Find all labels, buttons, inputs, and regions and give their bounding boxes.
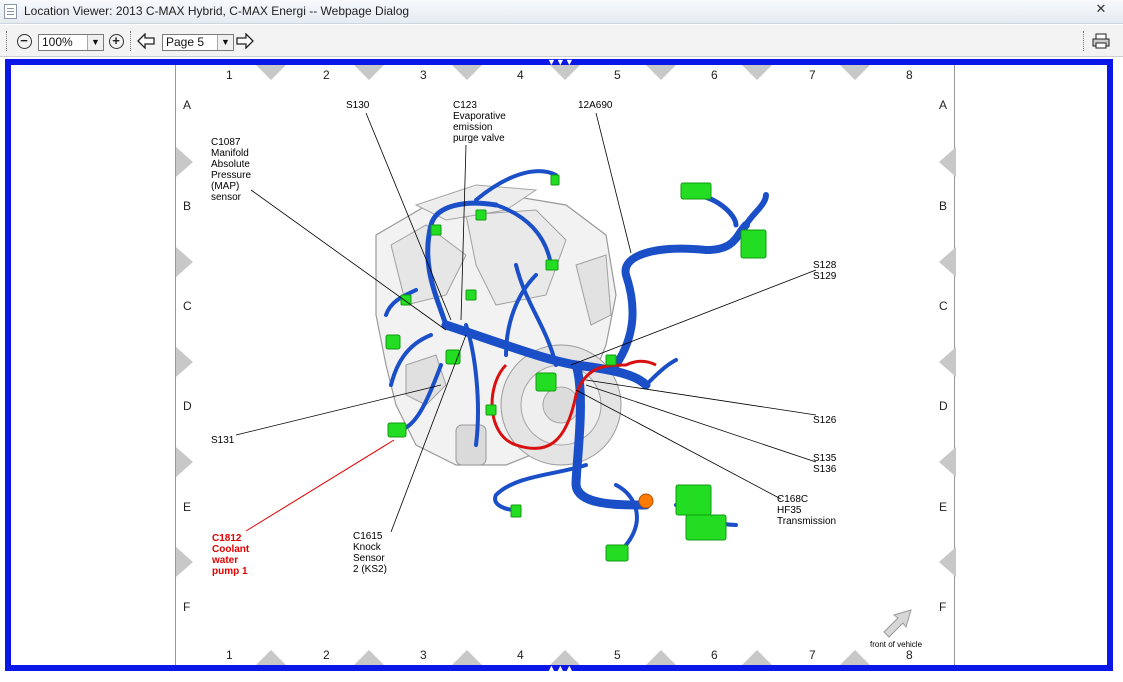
callout-c1615: C1615 Knock Sensor 2 (KS2)	[353, 531, 387, 575]
toolbar-grip	[1083, 31, 1085, 51]
row-label: E	[939, 500, 947, 514]
callout-c123: C123 Evaporative emission purge valve	[453, 100, 509, 144]
column-label: 6	[711, 648, 718, 662]
row-label: C	[183, 299, 192, 313]
row-label: B	[939, 199, 947, 213]
column-label: 5	[614, 68, 621, 82]
callout-s130: S130	[346, 100, 370, 111]
column-label: 3	[420, 648, 427, 662]
row-label: A	[939, 98, 947, 112]
zoom-select[interactable]: 100% ▼	[38, 34, 104, 51]
viewer-toolbar: − 100% ▼ + Page 5 ▼	[0, 25, 1123, 57]
frame-notch-bottom: ▲▲▲	[547, 663, 574, 673]
grid-row-labels: A B C D E F A B C D E F	[183, 98, 948, 614]
window-title: Location Viewer: 2013 C-MAX Hybrid, C-MA…	[24, 4, 410, 18]
diagram-viewport[interactable]: 1 2 3 4 5 6 7 8 1 2 3 4 5 6 7 8	[0, 58, 1123, 682]
column-label: 2	[323, 648, 330, 662]
column-label: 3	[420, 68, 427, 82]
close-button[interactable]: ✕	[1095, 1, 1107, 16]
row-label: F	[183, 600, 190, 614]
column-label: 6	[711, 68, 718, 82]
row-label: D	[939, 399, 948, 413]
column-label: 1	[226, 68, 233, 82]
wiring-harness	[384, 169, 769, 547]
diagram-sheet: 1 2 3 4 5 6 7 8 1 2 3 4 5 6 7 8	[175, 65, 956, 665]
row-label: F	[939, 600, 946, 614]
row-label: E	[183, 500, 191, 514]
location-diagram: 1 2 3 4 5 6 7 8 1 2 3 4 5 6 7 8	[176, 65, 956, 665]
chevron-down-icon: ▼	[87, 35, 103, 50]
row-label: C	[939, 299, 948, 313]
print-button[interactable]	[1092, 32, 1110, 50]
printer-icon	[1092, 33, 1110, 49]
arrow-right-icon	[236, 33, 254, 49]
red-leader-line	[245, 439, 395, 532]
column-label: 4	[517, 68, 524, 82]
callout-c1087: C1087 Manifold Absolute Pressure (MAP) s…	[211, 137, 254, 203]
leader-lines	[235, 112, 817, 533]
zoom-out-button[interactable]: −	[15, 32, 33, 50]
zoom-in-button[interactable]: +	[107, 32, 125, 50]
row-label: B	[183, 199, 191, 213]
column-label: 4	[517, 648, 524, 662]
column-label: 8	[906, 68, 913, 82]
callout-c168c: C168C HF35 Transmission	[777, 494, 836, 527]
connectors	[385, 174, 767, 562]
chevron-down-icon: ▼	[217, 35, 233, 50]
callout-s131: S131	[211, 435, 235, 446]
arrow-left-icon	[137, 33, 155, 49]
frame-notch-top: ▼▼▼	[547, 57, 574, 67]
zoom-in-icon: +	[108, 33, 124, 49]
column-label: 1	[226, 648, 233, 662]
window-titlebar: Location Viewer: 2013 C-MAX Hybrid, C-MA…	[0, 0, 1123, 24]
arrow-up-right-icon	[883, 609, 912, 638]
callout-s128-s129: S128 S129	[813, 260, 839, 282]
page-select[interactable]: Page 5 ▼	[162, 34, 234, 51]
zoom-value: 100%	[42, 35, 73, 49]
column-label: 7	[809, 68, 816, 82]
callout-s126: S126	[813, 415, 837, 426]
front-of-vehicle-label: front of vehicle	[870, 640, 923, 649]
page-value: Page 5	[166, 35, 205, 49]
grid-markers	[176, 65, 956, 665]
front-of-vehicle-indicator: front of vehicle	[870, 609, 923, 649]
callout-12a690: 12A690	[578, 100, 613, 111]
grid-column-labels: 1 2 3 4 5 6 7 8 1 2 3 4 5 6 7 8	[226, 68, 913, 662]
callout-s135-s136: S135 S136	[813, 453, 839, 475]
row-label: D	[183, 399, 192, 413]
row-label: A	[183, 98, 191, 112]
toolbar-grip	[6, 31, 8, 51]
next-page-button[interactable]	[236, 32, 254, 50]
column-label: 5	[614, 648, 621, 662]
red-wire	[490, 359, 657, 450]
column-label: 7	[809, 648, 816, 662]
orange-grommet	[638, 493, 654, 509]
column-label: 8	[906, 648, 913, 662]
callout-c1812: C1812 Coolant water pump 1	[211, 533, 252, 577]
previous-page-button[interactable]	[137, 32, 155, 50]
toolbar-grip	[130, 31, 132, 51]
page-icon	[4, 4, 17, 19]
diagram-frame: 1 2 3 4 5 6 7 8 1 2 3 4 5 6 7 8	[5, 59, 1113, 671]
zoom-out-icon: −	[16, 33, 32, 49]
column-label: 2	[323, 68, 330, 82]
